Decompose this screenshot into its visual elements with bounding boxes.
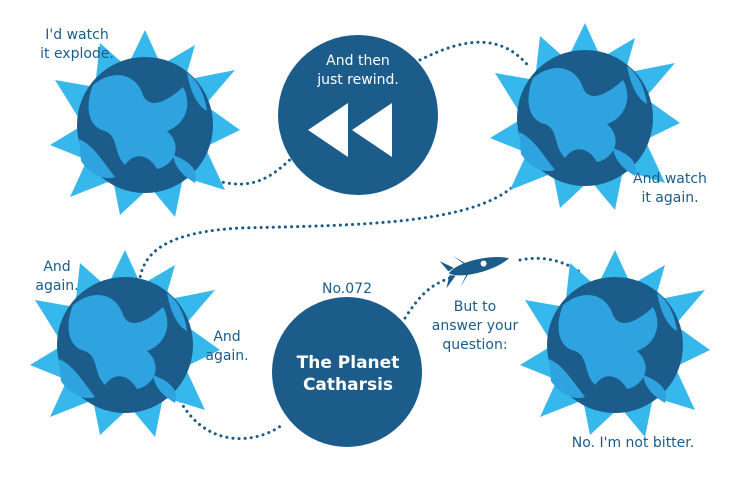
- issue-number: No.072: [322, 281, 372, 297]
- caption-not-bitter: No. I'm not bitter.: [571, 435, 695, 451]
- comic-title: The Planet Catharsis: [296, 353, 400, 395]
- caption-rewind: And then just rewind.: [317, 53, 399, 88]
- title-circle: [272, 297, 422, 447]
- caption-answer: But to answer your question:: [431, 299, 519, 353]
- rocket-icon: [439, 255, 510, 289]
- caption-watch-again: And watch it again.: [633, 171, 707, 206]
- rewind-circle: [278, 35, 438, 195]
- dotted-path-3: [138, 178, 522, 280]
- exploding-planet-icon: [520, 250, 710, 437]
- dotted-path-5: [403, 276, 452, 320]
- dotted-path-1: [198, 148, 302, 186]
- dotted-path-4: [173, 388, 284, 441]
- caption-and-again-mid: And again.: [205, 329, 249, 364]
- caption-watch-explode: I'd watch it explode.: [40, 27, 114, 62]
- dotted-path-2: [418, 40, 532, 70]
- caption-and-again-left: And again.: [35, 259, 79, 294]
- dotted-path-6: [518, 256, 582, 274]
- rewind-icon: [308, 103, 392, 157]
